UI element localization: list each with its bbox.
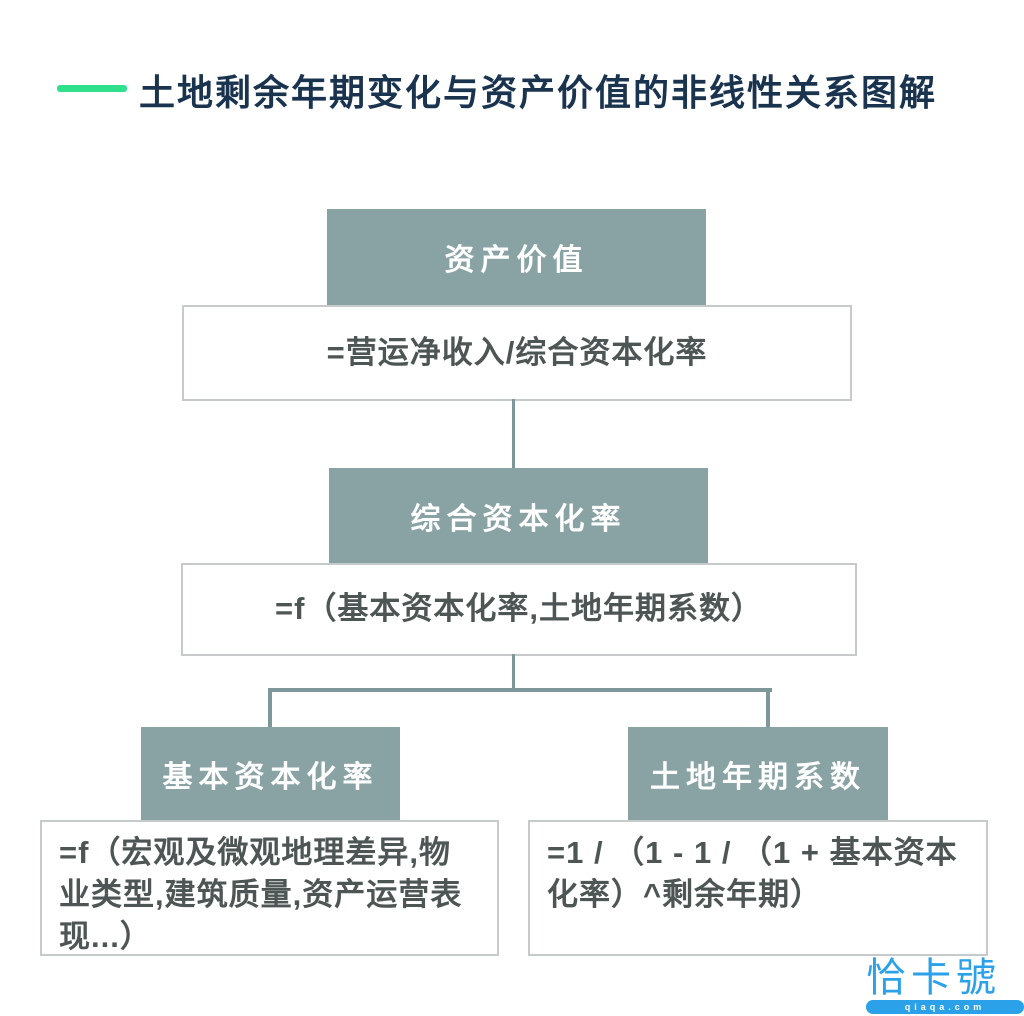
node-asset-value-header: 资产价值 (327, 209, 706, 305)
page-title: 土地剩余年期变化与资产价值的非线性关系图解 (139, 72, 938, 113)
node-land-term-coefficient-formula: =1 / （1 - 1 / （1 + 基本资本化率）^剩余年期） (528, 820, 988, 956)
connector-vertical-1 (512, 399, 515, 468)
node-land-term-coefficient-label: 土地年期系数 (650, 760, 866, 794)
watermark-logo: 恰卡號 (866, 956, 1001, 1000)
formula-text: =f（基本资本化率,土地年期系数） (274, 591, 764, 627)
node-land-term-coefficient-header: 土地年期系数 (628, 727, 888, 820)
title-row: 土地剩余年期变化与资产价值的非线性关系图解 (0, 0, 1024, 140)
node-overall-cap-rate-formula: =f（基本资本化率,土地年期系数） (181, 563, 857, 656)
node-overall-cap-rate-label: 综合资本化率 (410, 502, 627, 536)
formula-text: =1 / （1 - 1 / （1 + 基本资本化率）^剩余年期） (547, 835, 958, 913)
node-base-cap-rate-label: 基本资本化率 (162, 760, 379, 794)
formula-text: =营运净收入/综合资本化率 (326, 334, 708, 370)
connector-vertical-stub (512, 654, 515, 690)
node-asset-value-label: 资产价值 (444, 244, 589, 277)
connector-horizontal-branch (268, 688, 772, 692)
connector-branch-left (268, 688, 272, 729)
connector-branch-right (766, 688, 770, 729)
title-dash-icon (57, 85, 127, 92)
formula-text: =f（宏观及微观地理差异,物业类型,建筑质量,资产运营表现...） (59, 835, 463, 955)
node-asset-value-formula: =营运净收入/综合资本化率 (182, 305, 852, 401)
watermark: 恰卡號 qiaqa.com (866, 958, 1024, 1014)
node-overall-cap-rate-header: 综合资本化率 (329, 468, 708, 563)
node-base-cap-rate-header: 基本资本化率 (141, 727, 400, 820)
node-base-cap-rate-formula: =f（宏观及微观地理差异,物业类型,建筑质量,资产运营表现...） (40, 820, 499, 956)
watermark-domain: qiaqa.com (866, 1000, 1024, 1014)
